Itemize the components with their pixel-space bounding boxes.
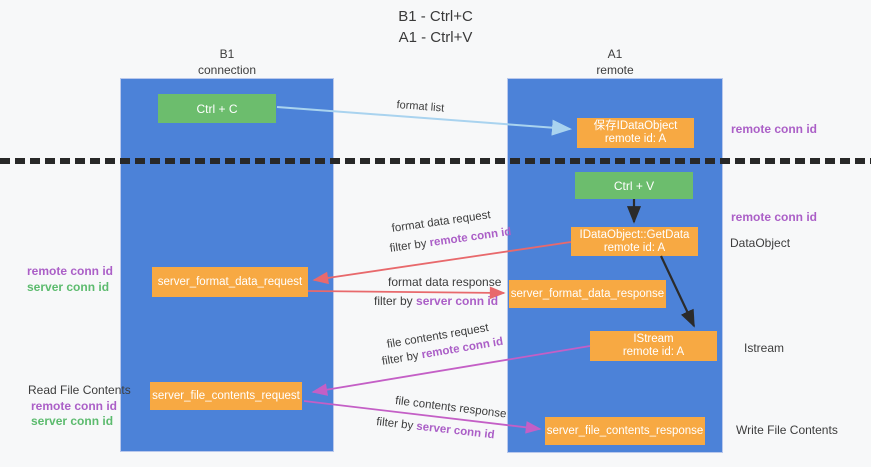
node-format-response-label: server_format_data_response <box>510 287 665 300</box>
node-istream-line2: remote id: A <box>622 346 685 358</box>
left-label-read-file-contents: Read File Contents <box>28 383 131 397</box>
left-column-role: connection <box>197 63 257 77</box>
diagram-title: B1 - Ctrl+C A1 - Ctrl+V <box>0 6 871 48</box>
left-column-name: B1 <box>219 47 235 61</box>
left-label-remote-conn-id-2: remote conn id <box>31 399 118 413</box>
filter-by-text: filter by <box>374 294 417 308</box>
filter-by-text: filter by <box>389 237 431 255</box>
node-ctrl-c-label: Ctrl + C <box>196 101 238 116</box>
right-column-name: A1 <box>607 47 623 61</box>
node-getdata-line2: remote id: A <box>603 241 666 254</box>
node-server-file-contents-response: server_file_contents_response <box>545 417 705 445</box>
filter-by-text: filter by <box>381 349 423 368</box>
edge-label-filter-server-1: filter by server conn id <box>374 294 498 308</box>
edge-label-format-list: format list <box>396 99 445 115</box>
title-line-1: B1 - Ctrl+C <box>398 8 473 25</box>
right-label-dataobject: DataObject <box>730 236 791 250</box>
left-column-header: B1 connection <box>120 46 334 78</box>
dashed-divider <box>0 158 871 164</box>
node-idataobject-getdata: IDataObject::GetData remote id: A <box>571 227 698 256</box>
edge-label-filter-server-2: filter by server conn id <box>376 416 495 441</box>
title-line-2: A1 - Ctrl+V <box>398 29 473 46</box>
node-server-format-data-request: server_format_data_request <box>152 267 308 297</box>
node-ctrl-v: Ctrl + V <box>575 172 693 199</box>
node-save-idataobject: 保存IDataObject remote id: A <box>577 118 694 148</box>
server-conn-id-text: server conn id <box>415 420 496 442</box>
right-label-write-file-contents: Write File Contents <box>736 423 838 437</box>
server-conn-id-text: server conn id <box>416 294 499 308</box>
filter-by-text: filter by <box>375 416 418 433</box>
left-label-remote-conn-id-1: remote conn id <box>27 264 114 278</box>
right-label-remote-conn-id-2: remote conn id <box>731 210 818 224</box>
node-file-request-label: server_file_contents_request <box>152 389 300 402</box>
left-label-server-conn-id-2: server conn id <box>31 414 114 428</box>
node-ctrl-v-label: Ctrl + V <box>613 178 655 193</box>
edge-label-format-data-response: format data response <box>388 275 502 289</box>
node-file-response-label: server_file_contents_response <box>546 424 704 437</box>
node-save-idataobject-line2: remote id: A <box>604 133 667 145</box>
right-label-remote-conn-id-1: remote conn id <box>731 122 818 136</box>
right-label-istream: Istream <box>744 341 785 355</box>
arrow-format-data-response <box>307 286 506 300</box>
left-label-server-conn-id-1: server conn id <box>27 280 110 294</box>
edge-label-file-contents-response: file contents response <box>394 395 508 421</box>
node-server-format-data-response: server_format_data_response <box>509 280 666 308</box>
remote-conn-id-text: remote conn id <box>428 225 513 250</box>
right-column-header: A1 remote <box>507 46 723 78</box>
node-server-file-contents-request: server_file_contents_request <box>150 382 302 410</box>
node-istream-line1: IStream <box>633 333 674 345</box>
node-format-request-label: server_format_data_request <box>157 275 303 288</box>
node-istream: IStream remote id: A <box>590 331 717 361</box>
node-getdata-line1: IDataObject::GetData <box>579 228 690 241</box>
node-ctrl-c: Ctrl + C <box>158 94 276 123</box>
node-save-idataobject-line1: 保存IDataObject <box>593 120 678 132</box>
right-column-role: remote <box>596 63 634 77</box>
